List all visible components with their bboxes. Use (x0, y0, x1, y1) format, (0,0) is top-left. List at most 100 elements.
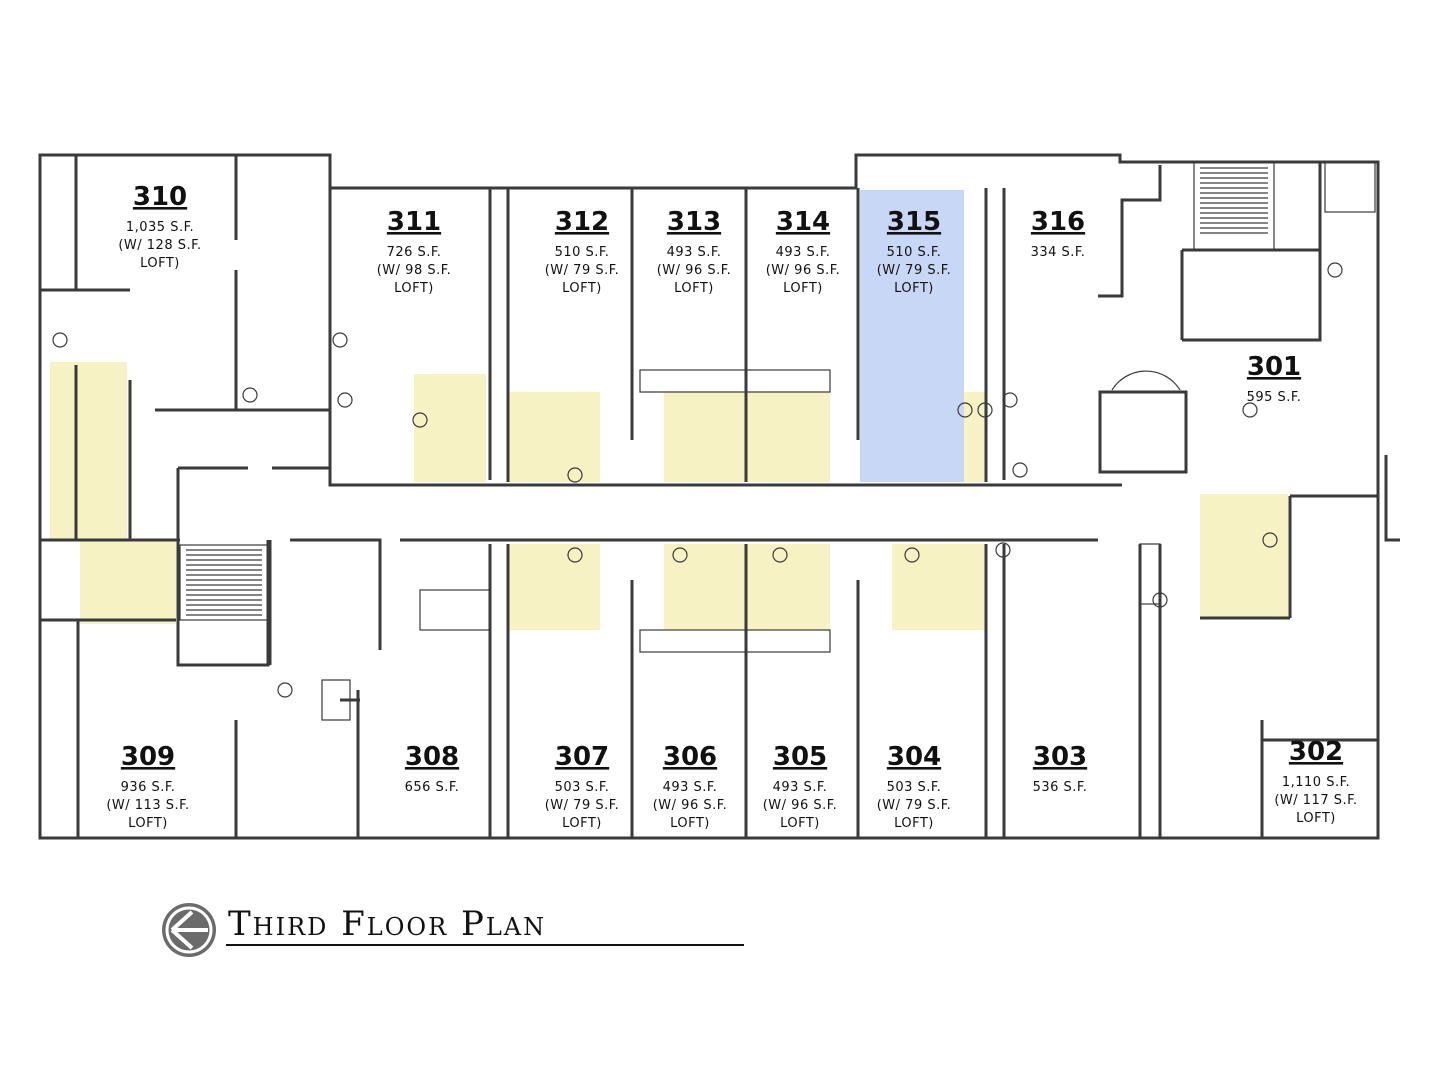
unit-number: 302 (1289, 737, 1343, 767)
unit-area-line: (W/ 96 S.F. (766, 263, 841, 278)
fixture-outline (1324, 161, 1376, 213)
unit-label-304: 304 503 S.F. (W/ 79 S.F. LOFT) (877, 742, 952, 831)
unit-area-line: LOFT) (783, 281, 823, 296)
fixture-toilet (977, 402, 993, 418)
fixture-toilet (772, 547, 788, 563)
unit-area-line: (W/ 113 S.F. (106, 798, 189, 813)
fixture-toilet (1012, 462, 1028, 478)
fixture-toilet (567, 467, 583, 483)
fixtures (52, 161, 1376, 721)
unit-area-line: LOFT) (674, 281, 714, 296)
unit-area-line: 510 S.F. (887, 245, 942, 260)
fixture-toilet (332, 332, 348, 348)
unit-area-line: (W/ 96 S.F. (763, 798, 838, 813)
unit-number: 303 (1033, 742, 1087, 772)
fixture-outline (1193, 161, 1275, 251)
unit-area-line: 334 S.F. (1031, 245, 1086, 260)
highlight-zone (892, 544, 986, 630)
unit-area-line: LOFT) (780, 816, 820, 831)
fixture-outline (321, 679, 351, 721)
unit-area-line: 656 S.F. (405, 780, 460, 795)
wall (488, 544, 988, 838)
unit-area-line: LOFT) (1296, 811, 1336, 826)
unit-area-line: (W/ 79 S.F. (877, 798, 952, 813)
highlight-zone (508, 544, 600, 630)
unit-area-line: (W/ 79 S.F. (545, 263, 620, 278)
unit-area-line: LOFT) (128, 816, 168, 831)
unit-label-316: 316 334 S.F. (1031, 207, 1086, 260)
unit-label-307: 307 503 S.F. (W/ 79 S.F. LOFT) (545, 742, 620, 831)
wall (74, 155, 80, 838)
wall (40, 538, 176, 622)
fixture-toilet (277, 682, 293, 698)
unit-number: 305 (773, 742, 827, 772)
fixture-toilet (412, 412, 428, 428)
unit-number: 315 (887, 207, 941, 237)
unit-area-line: LOFT) (670, 816, 710, 831)
fixture-toilet (904, 547, 920, 563)
fixture-outline (639, 369, 831, 393)
fixture-toilet (337, 392, 353, 408)
unit-area-line: 493 S.F. (776, 245, 831, 260)
wall (328, 188, 1122, 487)
wall (1002, 165, 1162, 480)
north-arrow-icon (162, 903, 216, 957)
unit-area-line: 1,035 S.F. (126, 220, 194, 235)
unit-area-line: (W/ 79 S.F. (545, 798, 620, 813)
unit-number: 306 (663, 742, 717, 772)
unit-area-line: LOFT) (562, 816, 602, 831)
fixture-toilet (52, 332, 68, 348)
unit-area-line: (W/ 96 S.F. (653, 798, 728, 813)
wall (155, 155, 330, 412)
fixture-outline (179, 544, 269, 621)
highlight-zone (80, 540, 176, 624)
fixture-outline (639, 629, 831, 653)
highlight-zone (1200, 494, 1288, 618)
unit-number: 316 (1031, 207, 1085, 237)
unit-number: 307 (555, 742, 609, 772)
unit-number: 311 (387, 207, 441, 237)
unit-area-line: LOFT) (894, 281, 934, 296)
wall (1318, 162, 1400, 542)
fixture-toilet (995, 542, 1011, 558)
unit-label-305: 305 493 S.F. (W/ 96 S.F. LOFT) (763, 742, 838, 831)
unit-area-line: (W/ 79 S.F. (877, 263, 952, 278)
highlight-zone (414, 374, 486, 482)
fixture-toilet (242, 387, 258, 403)
unit-number: 313 (667, 207, 721, 237)
fixture-toilet (1327, 262, 1343, 278)
wall (234, 690, 360, 838)
fixture-toilet (1002, 392, 1018, 408)
fixture-outline (419, 589, 491, 631)
unit-area-line: 595 S.F. (1247, 390, 1302, 405)
unit-number: 309 (121, 742, 175, 772)
unit-number: 304 (887, 742, 941, 772)
unit-area-line: (W/ 96 S.F. (657, 263, 732, 278)
fixture-toilet (1242, 402, 1258, 418)
unit-label-315: 315 510 S.F. (W/ 79 S.F. LOFT) (877, 207, 952, 296)
elevator-arc (1111, 370, 1181, 391)
fixture-toilet (957, 402, 973, 418)
fixture-outline (1139, 543, 1161, 605)
unit-area-line: 510 S.F. (555, 245, 610, 260)
unit-area-line: 493 S.F. (773, 780, 828, 795)
wall (1260, 720, 1378, 838)
unit-area-line: 1,110 S.F. (1282, 775, 1350, 790)
unit-area-line: LOFT) (894, 816, 934, 831)
unit-area-line: LOFT) (394, 281, 434, 296)
fixture-toilet (567, 547, 583, 563)
unit-area-line: 503 S.F. (887, 780, 942, 795)
unit-area-line: 503 S.F. (555, 780, 610, 795)
unit-number: 301 (1247, 352, 1301, 382)
unit-area-line: (W/ 98 S.F. (377, 263, 452, 278)
highlight-zone (50, 362, 127, 540)
unit-number: 314 (776, 207, 830, 237)
